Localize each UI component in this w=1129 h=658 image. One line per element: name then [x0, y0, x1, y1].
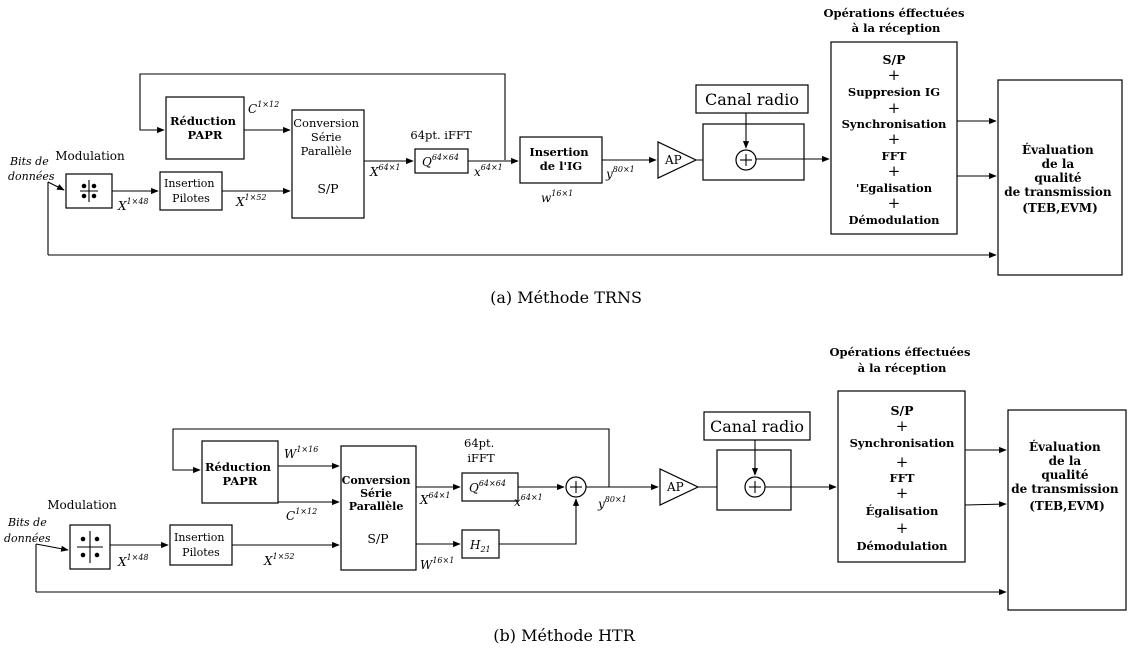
modulation-label-b: Modulation — [47, 498, 117, 512]
h21-block-b — [461, 529, 500, 559]
signal-y80x1-b: y80×1 — [597, 495, 627, 511]
modulation-block-a — [65, 173, 113, 209]
op-synchronisation-b: Synchronisation — [850, 436, 955, 450]
reception-ops-b: S/P + Synchronisation + FFT + Égalisatio… — [850, 403, 955, 553]
amplifier-triangle-a — [657, 141, 698, 179]
feedback-loop-b — [172, 428, 610, 487]
channel-box-a — [702, 123, 805, 181]
insertion-pilotes-block-b — [169, 524, 233, 566]
plus-1-a: + — [888, 66, 901, 84]
op-suppresion-ig-a: Suppresion IG — [848, 85, 940, 99]
op-demodulation-b: Démodulation — [856, 539, 948, 553]
canal-radio-label-a: Canal radio — [705, 90, 799, 109]
evaluation-block-a — [997, 79, 1123, 276]
signal-c1x12-a: C1×12 — [248, 100, 279, 116]
caption-a: (a) Méthode TRNS — [490, 288, 642, 307]
ifft-label-b: 64pt. iFFT — [464, 436, 498, 465]
signal-xs64x1-a: x64×1 — [474, 163, 503, 179]
signal-y80x1-a: y80×1 — [605, 165, 635, 181]
insertion-pilotes-label-a: Insertion Pilotes — [164, 177, 218, 205]
plus-2-a: + — [888, 99, 901, 117]
evaluation-label-b: Évaluation de la qualité de transmission… — [1011, 439, 1123, 513]
signal-x1x48-b: X1×48 — [117, 553, 149, 569]
summer-b — [565, 476, 587, 498]
signal-q-b: Q64×64 — [469, 479, 506, 495]
arrow-rx-to-eval-2-b — [964, 501, 1007, 508]
channel-box-b — [716, 449, 792, 511]
adder-b — [744, 476, 766, 498]
op-sp-b: S/P — [891, 403, 915, 418]
insertion-pilotes-label-b: Insertion Pilotes — [174, 531, 228, 559]
q-block-b — [461, 472, 519, 502]
input-arrow-b — [35, 543, 69, 552]
op-fft-a: FFT — [882, 149, 907, 163]
plus-1-b: + — [896, 417, 909, 435]
evaluation-block-b — [1007, 409, 1127, 611]
reception-block-b — [837, 390, 966, 563]
signal-w16x1-b: W16×1 — [420, 556, 454, 572]
plus-4-b: + — [896, 519, 909, 537]
reception-block-a — [830, 41, 958, 235]
conversion-label-b: Conversion Série Parallèle S/P — [342, 474, 415, 546]
reception-title-a: Opérations éffectuées à la réception — [824, 6, 969, 35]
ifft-label-a: 64pt. iFFT — [410, 128, 472, 142]
signal-x1x52-b: X1×52 — [263, 552, 295, 568]
op-fft-b: FFT — [890, 471, 915, 485]
signal-xs64x1-b: x64×1 — [514, 493, 543, 509]
diagram-a: Bits de données Modulation X1×48 Inserti… — [8, 6, 1123, 307]
signal-c1x12-b: C1×12 — [286, 507, 317, 523]
input-label-b: Bits de données — [4, 516, 51, 545]
insertion-ig-label-a: Insertion de l'IG — [529, 145, 592, 173]
arrow-h-to-sum-b — [499, 498, 580, 545]
op-sp-a: S/P — [883, 52, 907, 67]
reception-ops-a: S/P + Suppresion IG + Synchronisation + … — [842, 52, 947, 227]
caption-b: (b) Méthode HTR — [493, 626, 635, 645]
plus-3-a: + — [888, 130, 901, 148]
modulation-label-a: Modulation — [55, 149, 125, 163]
op-synchronisation-a: Synchronisation — [842, 117, 947, 131]
adder-a — [735, 149, 757, 171]
plus-5-a: + — [888, 194, 901, 212]
ap-label-a: AP — [664, 153, 682, 167]
signal-h21-b: H21 — [469, 538, 491, 554]
conversion-label-a: Conversion Série Parallèle S/P — [293, 116, 363, 196]
signal-x1x52-a: X1×52 — [235, 193, 267, 209]
canal-radio-block-a — [695, 84, 809, 114]
amplifier-triangle-b — [659, 468, 700, 506]
reduction-papr-block-a — [165, 96, 245, 160]
op-demodulation-a: Démodulation — [848, 213, 940, 227]
signal-q-a: Q64×64 — [422, 153, 459, 169]
diagram-b: Bits de données Modulation X1×48 Inserti… — [4, 345, 1127, 645]
input-arrow-a — [47, 181, 65, 191]
ap-label-b: AP — [666, 480, 684, 494]
input-label-a: Bits de données — [8, 155, 55, 183]
plus-3-b: + — [896, 484, 909, 502]
signal-x1x48-a: X1×48 — [117, 197, 149, 213]
plus-4-a: + — [888, 162, 901, 180]
insertion-ig-block-a — [519, 136, 603, 184]
op-egalisation-b: Égalisation — [866, 504, 939, 518]
reception-title-b: Opérations éffectuées à la réception — [830, 345, 975, 375]
modulation-block-b — [69, 524, 111, 570]
signal-x64x1-a: X64×1 — [369, 163, 401, 179]
reduction-papr-label-b: Réduction PAPR — [205, 460, 275, 488]
conversion-block-b — [340, 445, 417, 571]
reduction-papr-label-a: Réduction PAPR — [170, 114, 240, 142]
signal-x64x1-b: X64×1 — [419, 491, 451, 507]
signal-w16x1-a: w16×1 — [541, 189, 573, 205]
insertion-pilotes-block-a — [159, 171, 223, 211]
canal-radio-label-b: Canal radio — [710, 417, 804, 436]
evaluation-label-a: Évaluation de la qualité de transmission… — [1004, 142, 1116, 215]
canal-radio-block-b — [703, 411, 811, 441]
q-block-a — [414, 148, 469, 174]
reduction-papr-block-b — [201, 440, 279, 504]
op-egalisation-a: 'Egalisation — [856, 181, 933, 195]
feedback-loop-a — [139, 73, 506, 160]
signal-w1x16-b: W1×16 — [284, 445, 318, 461]
conversion-block-a — [291, 109, 365, 219]
plus-2-b: + — [896, 453, 909, 471]
